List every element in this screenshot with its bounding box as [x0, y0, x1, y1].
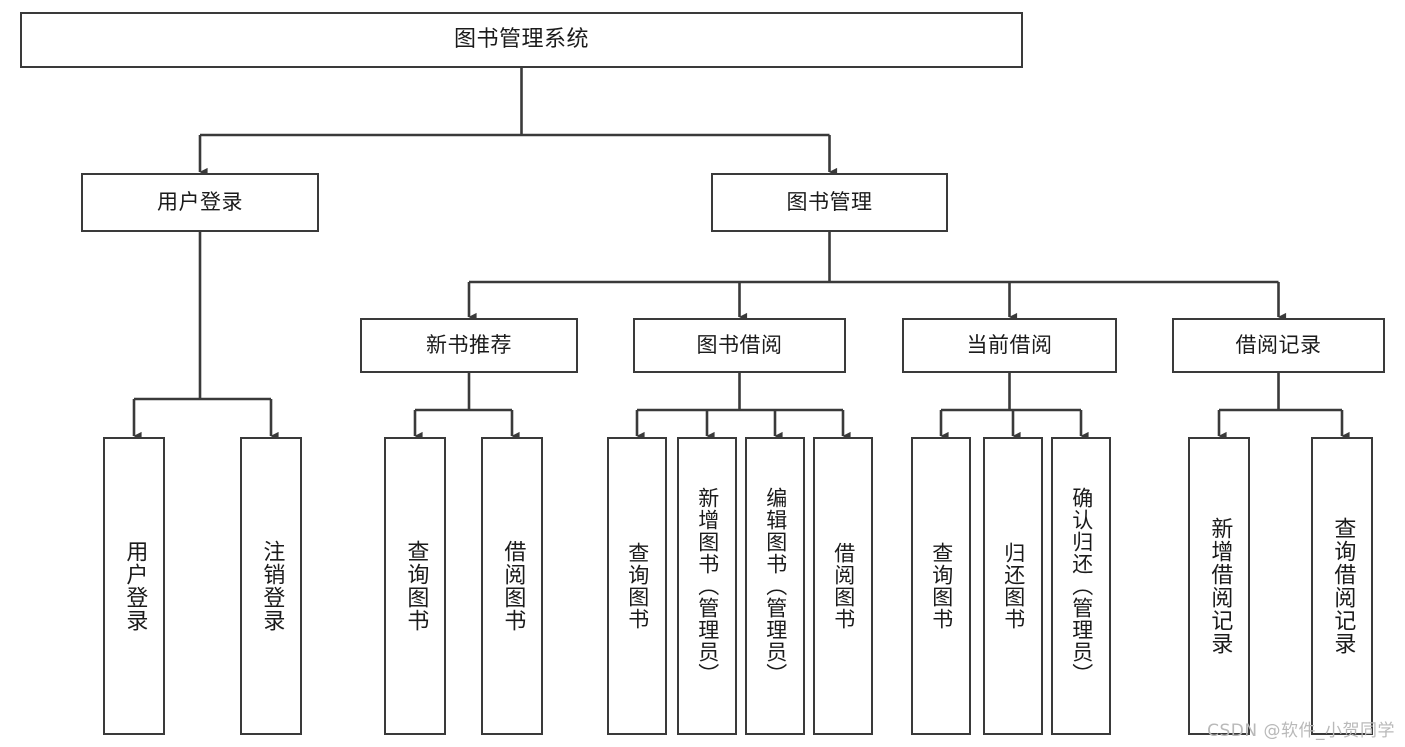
node-label-leaf-return-book: 归还图书	[1001, 542, 1026, 630]
node-leaf-return-book[interactable]: 归还图书	[983, 437, 1043, 735]
node-label-leaf-query-book-1: 查询图书	[403, 540, 429, 632]
node-label-borrow-record: 借阅记录	[1235, 333, 1322, 358]
node-leaf-query-record[interactable]: 查询借阅记录	[1311, 437, 1373, 735]
node-label-book-borrow: 图书借阅	[696, 333, 783, 358]
node-leaf-query-book-1[interactable]: 查询图书	[384, 437, 446, 735]
node-label-root: 图书管理系统	[453, 27, 589, 53]
node-new-book-rec[interactable]: 新书推荐	[360, 318, 578, 373]
node-book-borrow[interactable]: 图书借阅	[633, 318, 846, 373]
node-leaf-borrow-book-2[interactable]: 借阅图书	[813, 437, 873, 735]
node-label-leaf-user-login: 用户登录	[122, 540, 148, 632]
node-leaf-confirm-return[interactable]: 确认归还（管理员）	[1051, 437, 1111, 735]
node-label-leaf-add-book: 新增图书（管理员）	[695, 487, 720, 685]
node-leaf-add-book[interactable]: 新增图书（管理员）	[677, 437, 737, 735]
node-book-manage[interactable]: 图书管理	[711, 173, 948, 232]
node-label-leaf-borrow-book-1: 借阅图书	[500, 540, 526, 632]
node-label-book-manage: 图书管理	[786, 190, 873, 215]
node-label-current-borrow: 当前借阅	[966, 333, 1053, 358]
node-borrow-record[interactable]: 借阅记录	[1172, 318, 1385, 373]
node-current-borrow[interactable]: 当前借阅	[902, 318, 1117, 373]
node-user-login[interactable]: 用户登录	[81, 173, 319, 232]
node-leaf-query-book-3[interactable]: 查询图书	[911, 437, 971, 735]
node-label-leaf-query-book-3: 查询图书	[929, 542, 954, 630]
node-label-leaf-query-record: 查询借阅记录	[1330, 517, 1356, 655]
node-label-user-login: 用户登录	[157, 190, 243, 215]
node-leaf-add-record[interactable]: 新增借阅记录	[1188, 437, 1250, 735]
node-root[interactable]: 图书管理系统	[20, 12, 1023, 68]
watermark: CSDN @软件_小贺同学	[1207, 721, 1395, 741]
node-label-leaf-borrow-book-2: 借阅图书	[831, 542, 856, 630]
node-label-leaf-query-book-2: 查询图书	[625, 542, 650, 630]
node-label-new-book-rec: 新书推荐	[426, 333, 512, 358]
node-label-leaf-user-logout: 注销登录	[259, 540, 285, 632]
node-leaf-edit-book[interactable]: 编辑图书（管理员）	[745, 437, 805, 735]
node-leaf-query-book-2[interactable]: 查询图书	[607, 437, 667, 735]
node-leaf-borrow-book-1[interactable]: 借阅图书	[481, 437, 543, 735]
node-label-leaf-edit-book: 编辑图书（管理员）	[763, 487, 788, 685]
node-leaf-user-logout[interactable]: 注销登录	[240, 437, 302, 735]
node-label-leaf-confirm-return: 确认归还（管理员）	[1069, 487, 1094, 685]
node-label-leaf-add-record: 新增借阅记录	[1207, 517, 1233, 655]
node-leaf-user-login[interactable]: 用户登录	[103, 437, 165, 735]
